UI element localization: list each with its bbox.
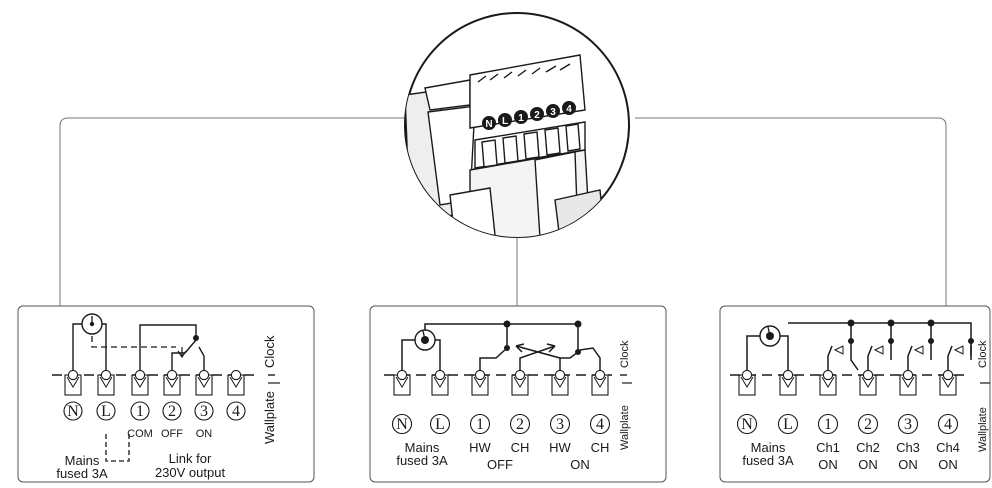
ch-on-label: CH <box>591 440 610 455</box>
hw-on-label: HW <box>549 440 571 455</box>
terminal-l-label: L <box>783 416 793 433</box>
terminal-3-label: 3 <box>556 416 564 433</box>
clock-label: Clock <box>977 340 989 368</box>
terminal-3-label: 3 <box>904 416 912 433</box>
terminal-l-label: L <box>101 403 111 420</box>
channel-2-state: ON <box>858 457 878 472</box>
panel-middle: N L 1 2 3 4 Mains fused 3A HW CH HW CH O… <box>369 305 667 483</box>
mains-label: Mains <box>751 440 786 455</box>
clock-label: Clock <box>619 340 631 368</box>
channel-1-label: Ch1 <box>816 440 840 455</box>
terminal-2-label: 2 <box>168 403 176 420</box>
off-label: OFF <box>161 428 183 440</box>
marking-1: 1 <box>518 113 524 124</box>
wallplate-label: Wallplate <box>262 391 277 444</box>
channel-1-state: ON <box>818 457 838 472</box>
terminal-1-label: 1 <box>824 416 832 433</box>
marking-2: 2 <box>534 110 540 121</box>
terminal-1-label: 1 <box>136 403 144 420</box>
terminal-2-label: 2 <box>864 416 872 433</box>
mains-fuse-label: fused 3A <box>56 466 108 481</box>
leader-lines <box>59 117 947 306</box>
mains-label: Mains <box>65 453 100 468</box>
channel-2-label: Ch2 <box>856 440 880 455</box>
wallplate-label: Wallplate <box>977 407 989 452</box>
link-label: Link for <box>169 451 212 466</box>
terminal-n-label: N <box>396 416 408 433</box>
mains-fuse-label: fused 3A <box>396 453 448 468</box>
terminal-n-label: N <box>67 403 79 420</box>
terminal-1-label: 1 <box>476 416 484 433</box>
terminal-l-label: L <box>435 416 445 433</box>
marking-l: L <box>502 116 508 127</box>
channel-3-label: Ch3 <box>896 440 920 455</box>
ch-off-label: CH <box>511 440 530 455</box>
mains-label: Mains <box>405 440 440 455</box>
marking-3: 3 <box>550 107 556 118</box>
marking-4: 4 <box>566 104 572 115</box>
channel-3-state: ON <box>898 457 918 472</box>
connector-marking-row: N L 1 2 3 4 <box>482 101 576 130</box>
mains-fuse-label: fused 3A <box>742 453 794 468</box>
channel-4-state: ON <box>938 457 958 472</box>
terminal-4-label: 4 <box>596 416 604 433</box>
terminal-4-label: 4 <box>232 403 240 420</box>
wallplate-label: Wallplate <box>619 405 631 450</box>
hw-off-label: HW <box>469 440 491 455</box>
panel-left: N L 1 2 3 4 COM OFF ON Mains fused 3A Li… <box>17 305 315 483</box>
marking-n: N <box>485 119 492 130</box>
connector-magnifier: N L 1 2 3 4 <box>404 12 630 238</box>
terminal-n-label: N <box>741 416 753 433</box>
terminal-2-label: 2 <box>516 416 524 433</box>
panel-right: N L 1 2 3 4 Mains fused 3A Ch1 Ch2 Ch3 C… <box>719 305 991 483</box>
off-group-label: OFF <box>487 457 513 472</box>
on-group-label: ON <box>570 457 590 472</box>
link-voltage-label: 230V output <box>155 465 226 480</box>
channel-4-label: Ch4 <box>936 440 960 455</box>
on-label: ON <box>196 428 213 440</box>
clock-label: Clock <box>262 335 277 368</box>
com-label: COM <box>127 428 153 440</box>
terminal-3-label: 3 <box>200 403 208 420</box>
terminal-4-label: 4 <box>944 416 952 433</box>
